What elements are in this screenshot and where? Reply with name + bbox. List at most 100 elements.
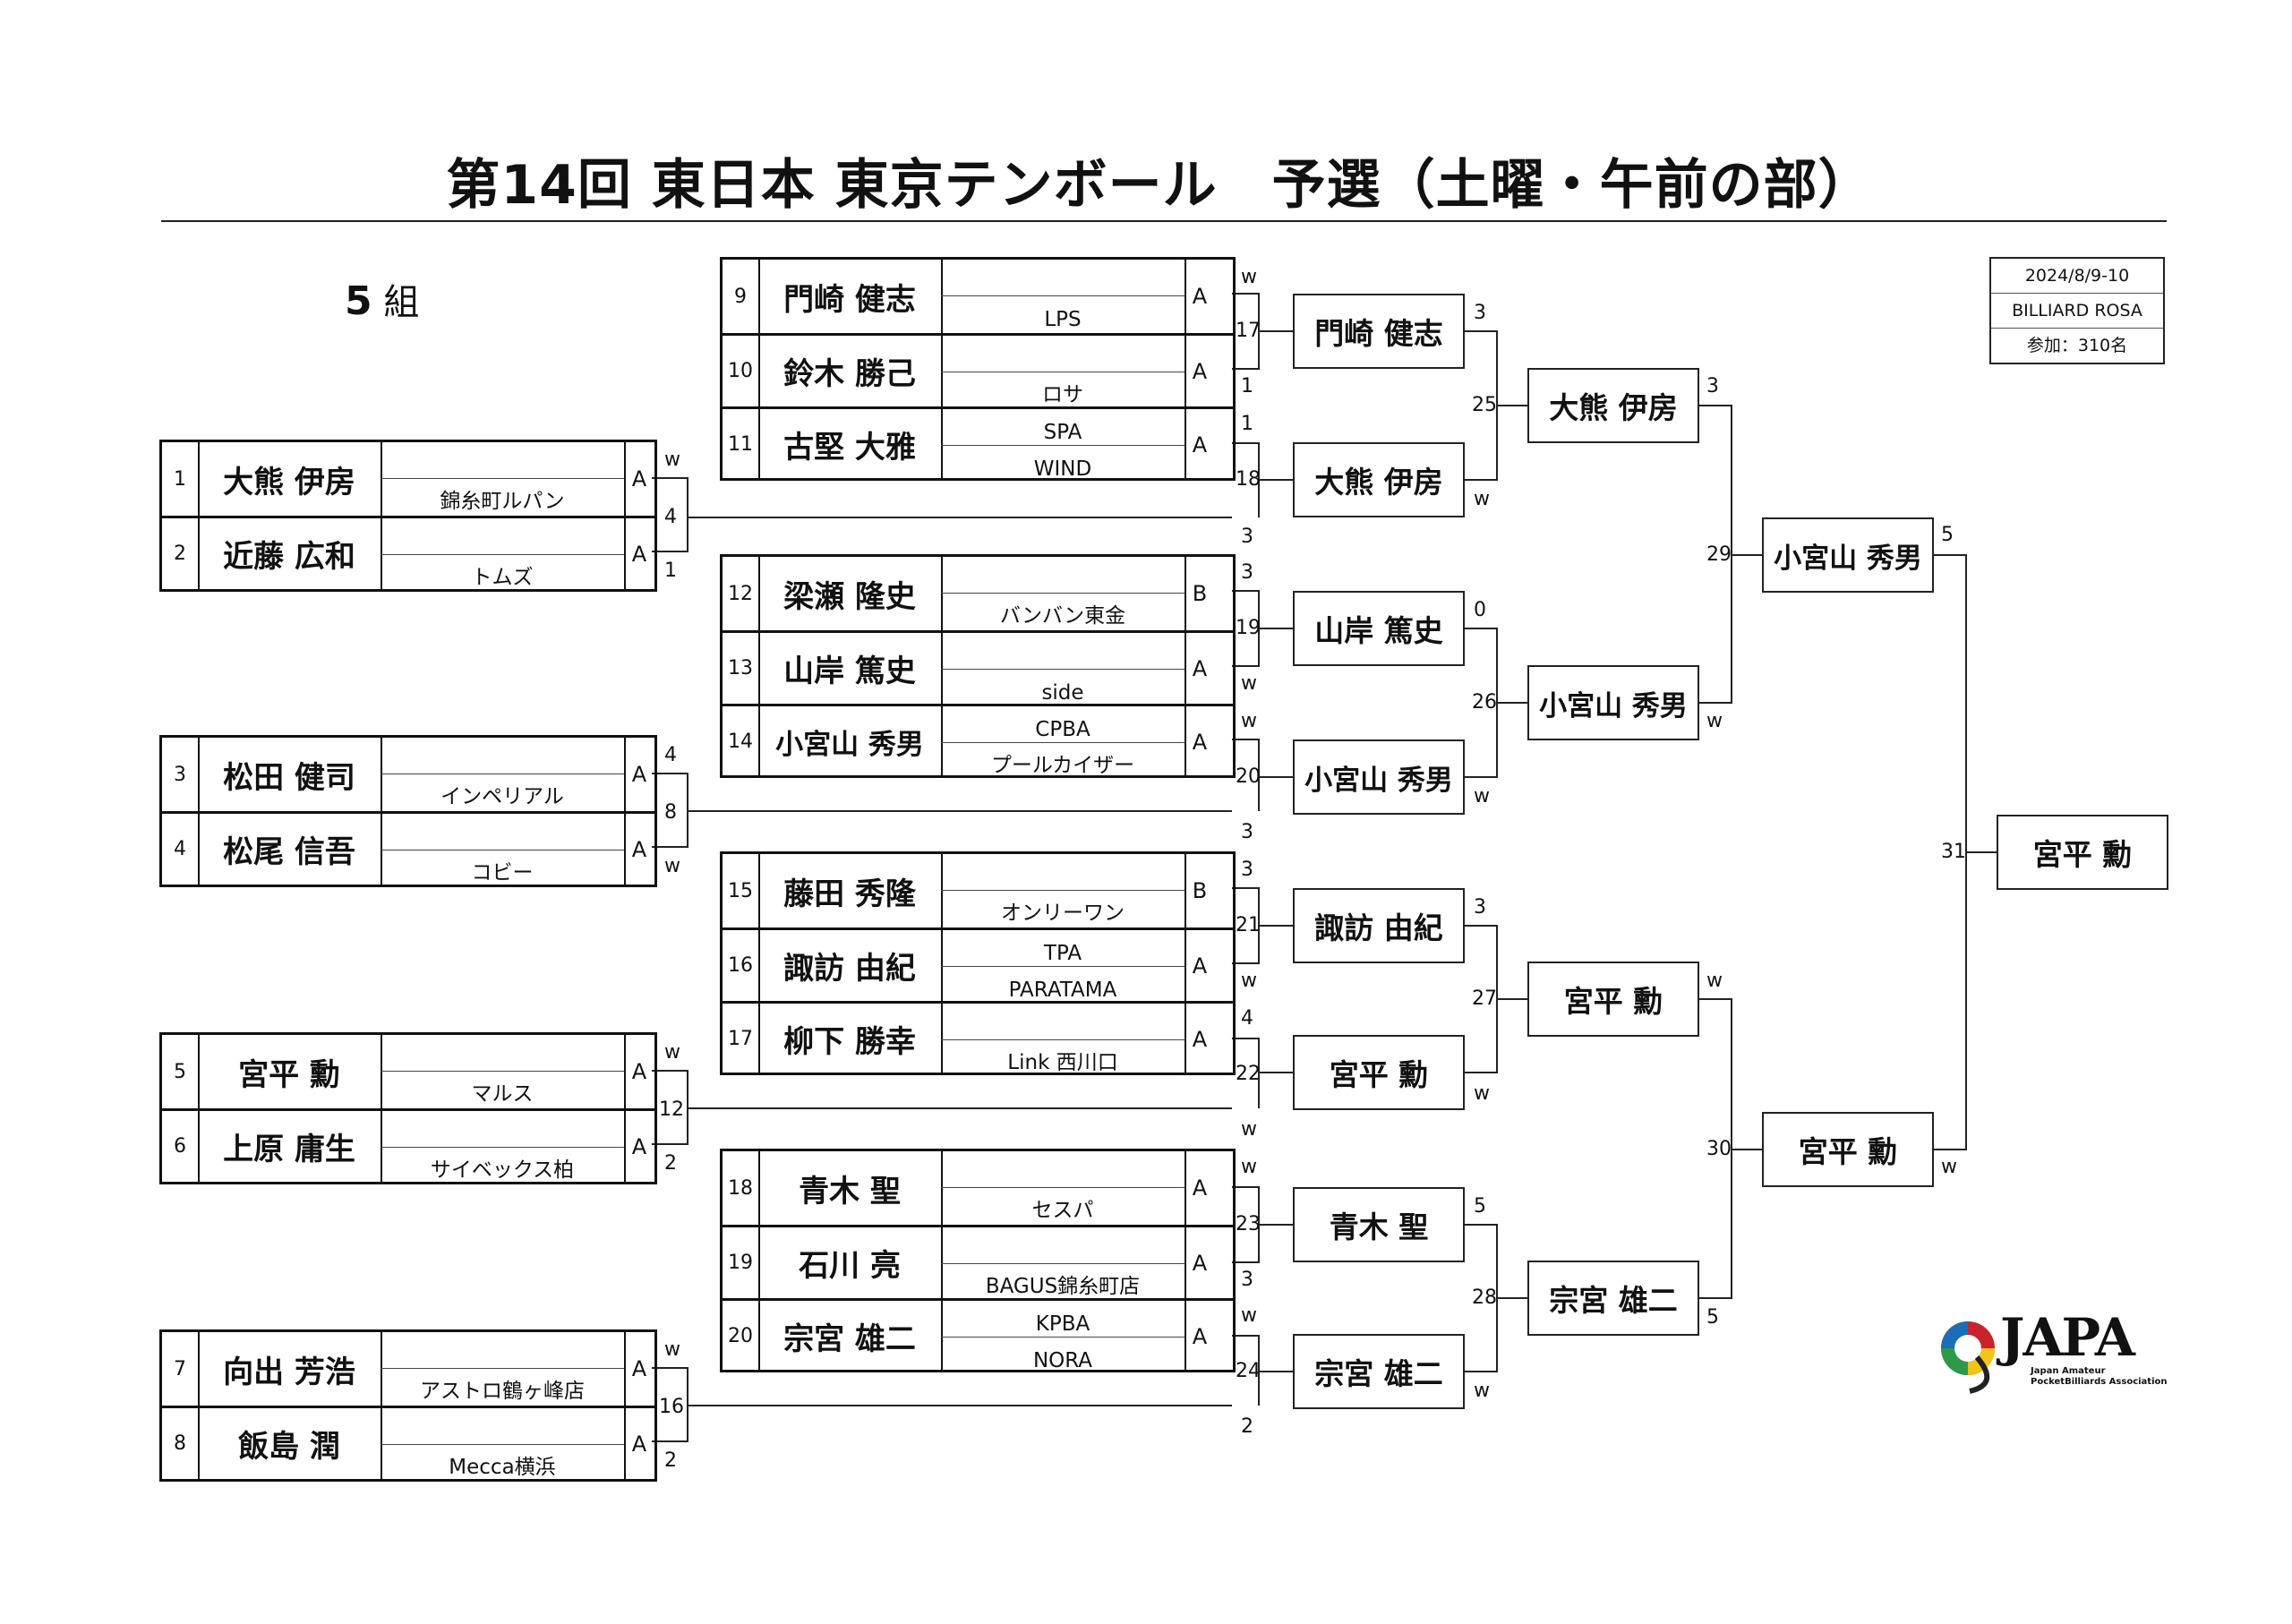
match-number: 23 (1236, 1213, 1261, 1235)
match-number: 30 (1706, 1138, 1732, 1160)
club-line-1 (941, 1151, 1184, 1188)
club-line-2: プールカイザー (990, 754, 1135, 777)
score: 3 (1241, 859, 1253, 881)
entry-block-8: 18 青木 聖 セスパ A 19 石川 亮 BAGUS錦糸町店 A 20 宗宮 … (720, 1149, 1236, 1372)
player-class: A (1192, 1026, 1208, 1052)
player-class: A (1192, 1175, 1208, 1201)
match-number: 8 (664, 801, 677, 824)
club-cell: Mecca横浜 (381, 1408, 626, 1479)
match-number: 24 (1236, 1360, 1261, 1382)
player-class: A (631, 466, 647, 491)
seed-number: 5 (162, 1035, 200, 1108)
player-name: 梁瀬 隆史 (758, 557, 943, 630)
player-class: A (631, 1133, 647, 1159)
page-title: 第14回 東日本 東京テンボール 予選（土曜・午前の部） (446, 154, 1873, 217)
club-cell: アストロ鶴ヶ峰店 (381, 1332, 626, 1406)
player-class: A (631, 1356, 647, 1381)
player-class: A (1192, 1250, 1208, 1276)
club-line-1 (381, 442, 624, 479)
club-line-1 (941, 1227, 1184, 1264)
player-class: A (1192, 655, 1208, 681)
club-line-2: マルス (471, 1082, 534, 1106)
score: 3 (1241, 526, 1253, 548)
entry-row: 17 柳下 勝幸 Link 西川口 A (723, 1001, 1233, 1074)
score: 5 (1474, 1195, 1486, 1218)
score: w (1706, 710, 1723, 732)
entry-row: 8 飯島 潤 Mecca横浜 A (162, 1406, 654, 1479)
group-winner: 宮平 勳 (1997, 815, 2168, 890)
round1-winner: 小宮山 秀男 (1293, 739, 1465, 815)
club-line-1 (941, 854, 1184, 891)
club-line-1 (381, 1111, 624, 1148)
score: w (1241, 266, 1257, 288)
round1-winner: 山岸 篤史 (1293, 591, 1465, 666)
club-cell: マルス (381, 1035, 626, 1108)
score: w (1474, 785, 1490, 808)
club-line-2: コビー (471, 861, 534, 885)
club-cell: サイベックス柏 (381, 1111, 626, 1182)
round2-winner: 宗宮 雄二 (1527, 1261, 1699, 1336)
seed-number: 7 (162, 1332, 200, 1406)
score: 0 (1474, 599, 1486, 621)
club-line-1 (941, 633, 1184, 670)
player-class: A (631, 1059, 647, 1084)
event-info-box: 2024/8/9-10 BILLIARD ROSA 参加：310名 (1989, 257, 2165, 364)
entry-row: 6 上原 庸生 サイベックス柏 A (162, 1108, 654, 1182)
entry-block-1: 1 大熊 伊房 錦糸町ルパン A 2 近藤 広和 トムズ A (159, 440, 657, 592)
score: w (1241, 710, 1257, 732)
club-line-2: Mecca横浜 (449, 1456, 556, 1479)
entry-row: 7 向出 芳浩 アストロ鶴ヶ峰店 A (162, 1332, 654, 1406)
player-name: 門崎 健志 (758, 260, 943, 333)
player-name: 山岸 篤史 (758, 633, 943, 704)
score: w (1706, 970, 1723, 992)
player-name: 宮平 勳 (198, 1035, 382, 1108)
event-participants: 参加：310名 (1991, 328, 2163, 363)
match-number: 21 (1236, 914, 1261, 936)
score: 1 (664, 560, 677, 582)
player-name: 石川 亮 (758, 1227, 943, 1298)
club-cell: セスパ (941, 1151, 1186, 1225)
player-name: 松尾 信吾 (198, 814, 382, 885)
match-number: 22 (1236, 1063, 1261, 1085)
player-name: 大熊 伊房 (198, 442, 382, 516)
score: 3 (1706, 375, 1719, 397)
round3-winner: 小宮山 秀男 (1762, 517, 1934, 593)
club-line-1: KPBA (941, 1301, 1184, 1338)
match-number: 27 (1472, 987, 1497, 1010)
entry-block-5: 9 門崎 健志 LPS A 10 鈴木 勝己 ロサ A 11 古堅 大雅 SPA… (720, 257, 1236, 481)
club-cell: BAGUS錦糸町店 (941, 1227, 1186, 1298)
club-line-1 (381, 1408, 624, 1445)
round1-winner: 大熊 伊房 (1293, 442, 1465, 517)
score: 3 (1241, 561, 1253, 584)
match-number: 17 (1236, 320, 1261, 342)
club-line-1 (941, 260, 1184, 296)
japa-logo: JAPA Japan Amateur PocketBilliards Assoc… (1937, 1309, 2170, 1398)
japa-emblem-icon (1941, 1321, 1995, 1394)
entry-row: 15 藤田 秀隆 オンリーワン B (723, 854, 1233, 927)
seed-number: 1 (162, 442, 200, 516)
seed-number: 11 (723, 409, 760, 480)
japa-logo-sub1: Japan Amateur (2031, 1366, 2106, 1376)
round2-winner: 小宮山 秀男 (1527, 665, 1699, 740)
seed-number: 9 (723, 260, 760, 333)
club-line-2: バンバン東金 (999, 604, 1126, 628)
score: 3 (1474, 302, 1486, 324)
club-line-1 (381, 814, 624, 850)
score: w (1241, 970, 1257, 992)
player-class: A (1192, 1323, 1208, 1349)
club-cell: トムズ (381, 518, 626, 589)
score: w (1474, 1082, 1490, 1105)
club-line-2: LPS (1044, 308, 1082, 331)
entry-row: 10 鈴木 勝己 ロサ A (723, 333, 1233, 406)
player-class: A (1192, 432, 1208, 457)
club-cell: 錦糸町ルパン (381, 442, 626, 516)
round2-winner: 宮平 勳 (1527, 962, 1699, 1037)
score: 5 (1706, 1306, 1719, 1329)
entry-row: 9 門崎 健志 LPS A (723, 260, 1233, 333)
round3-winner: 宮平 勳 (1762, 1112, 1934, 1187)
club-line-2: トムズ (471, 566, 534, 589)
score: 2 (664, 1449, 677, 1472)
